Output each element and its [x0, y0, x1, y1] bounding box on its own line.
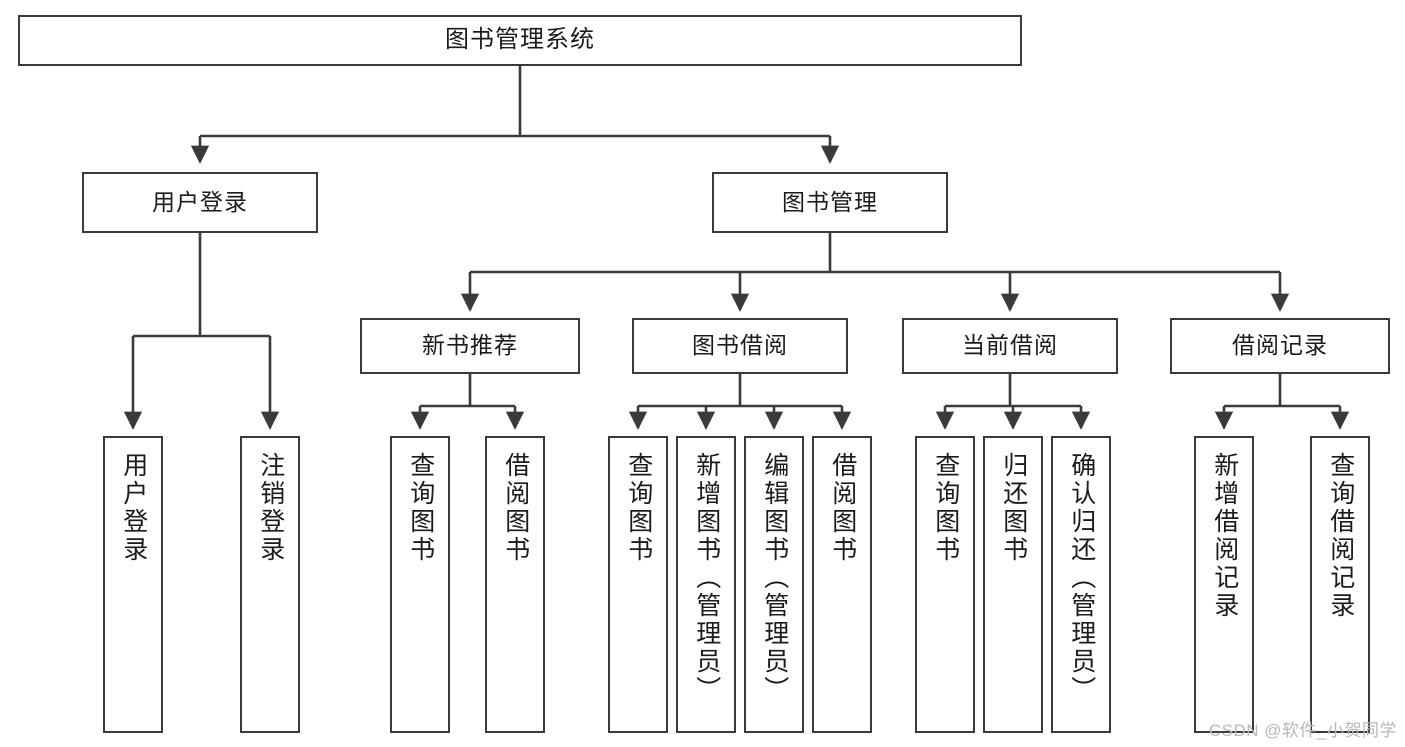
leaf-query-book-borrow[interactable]: 查询图书 [608, 436, 668, 733]
leaf-add-book-admin-label: 新增图书（管理员） [692, 452, 721, 704]
leaf-borrow-book[interactable]: 借阅图书 [812, 436, 872, 733]
leaf-confirm-return-admin-label: 确认归还（管理员） [1067, 452, 1096, 704]
leaf-user-login-label: 用户登录 [119, 452, 148, 564]
leaf-return-book-label: 归还图书 [999, 452, 1028, 564]
leaf-query-book-newrec[interactable]: 查询图书 [390, 436, 450, 733]
node-current-borrow-label: 当前借阅 [962, 332, 1058, 359]
leaf-query-book-newrec-label: 查询图书 [406, 452, 435, 564]
leaf-edit-book-admin-label: 编辑图书（管理员） [760, 452, 789, 704]
leaf-borrow-book-newrec-label: 借阅图书 [501, 452, 530, 564]
csdn-watermark: CSDN @软件_小贺同学 [1208, 721, 1397, 740]
leaf-logout[interactable]: 注销登录 [240, 436, 300, 733]
leaf-borrow-book-newrec[interactable]: 借阅图书 [485, 436, 545, 733]
node-root-label: 图书管理系统 [445, 26, 595, 54]
node-user-login[interactable]: 用户登录 [82, 172, 318, 233]
leaf-query-book-current[interactable]: 查询图书 [915, 436, 975, 733]
leaf-confirm-return-admin[interactable]: 确认归还（管理员） [1051, 436, 1111, 733]
leaf-return-book[interactable]: 归还图书 [983, 436, 1043, 733]
node-root-library-system[interactable]: 图书管理系统 [18, 15, 1022, 66]
node-book-management-label: 图书管理 [782, 188, 878, 215]
node-borrow-record[interactable]: 借阅记录 [1170, 318, 1390, 374]
leaf-borrow-book-label: 借阅图书 [828, 452, 857, 564]
node-user-login-label: 用户登录 [152, 188, 248, 215]
leaf-query-book-borrow-label: 查询图书 [624, 452, 653, 564]
leaf-add-borrow-record[interactable]: 新增借阅记录 [1194, 436, 1254, 733]
node-book-borrow-label: 图书借阅 [692, 332, 788, 359]
node-borrow-record-label: 借阅记录 [1232, 332, 1328, 359]
leaf-user-login[interactable]: 用户登录 [103, 436, 163, 733]
leaf-add-book-admin[interactable]: 新增图书（管理员） [676, 436, 736, 733]
node-book-management[interactable]: 图书管理 [712, 172, 948, 233]
leaf-logout-label: 注销登录 [256, 452, 285, 564]
leaf-query-borrow-record-label: 查询借阅记录 [1326, 452, 1355, 620]
node-new-book-recommend-label: 新书推荐 [422, 332, 518, 359]
leaf-edit-book-admin[interactable]: 编辑图书（管理员） [744, 436, 804, 733]
leaf-add-borrow-record-label: 新增借阅记录 [1210, 452, 1239, 620]
node-book-borrow[interactable]: 图书借阅 [632, 318, 848, 374]
node-current-borrow[interactable]: 当前借阅 [902, 318, 1118, 374]
leaf-query-borrow-record[interactable]: 查询借阅记录 [1310, 436, 1370, 733]
node-new-book-recommend[interactable]: 新书推荐 [360, 318, 580, 374]
leaf-query-book-current-label: 查询图书 [931, 452, 960, 564]
